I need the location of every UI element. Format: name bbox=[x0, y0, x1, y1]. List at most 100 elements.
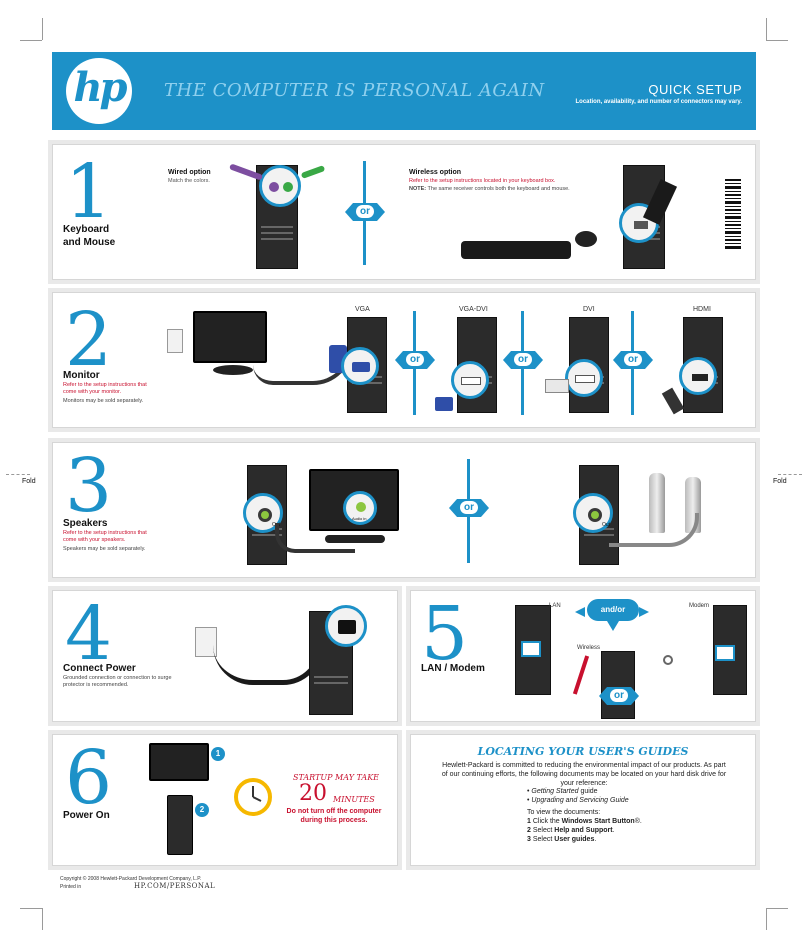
crop-mark bbox=[766, 908, 788, 909]
or-badge: or bbox=[613, 351, 653, 369]
power-badge-1: 1 bbox=[211, 747, 225, 761]
startup-minutes-unit: MINUTES bbox=[333, 795, 375, 804]
step4-panel: 4 Connect Power Grounded connection or c… bbox=[52, 590, 398, 722]
barcode bbox=[725, 179, 741, 249]
dvi-port-zoom bbox=[565, 359, 603, 397]
speaker-left bbox=[649, 473, 665, 533]
monitor-stand bbox=[213, 365, 253, 375]
monitor-stand bbox=[325, 535, 385, 543]
fold-line-left bbox=[6, 474, 30, 475]
wireless-mouse bbox=[575, 231, 597, 247]
ps2-mouse-cable bbox=[300, 165, 326, 179]
step-title-line2: and Mouse bbox=[63, 237, 116, 248]
step2-panel: 2 Monitor Refer to the setup instruction… bbox=[52, 292, 756, 428]
crop-mark bbox=[42, 908, 43, 930]
audio-in-label: Audio in bbox=[352, 516, 367, 521]
hdmi-connector bbox=[661, 387, 685, 415]
header-note: Location, availability, and number of co… bbox=[575, 99, 743, 105]
step-title: Power On bbox=[63, 810, 110, 821]
crop-mark bbox=[766, 40, 788, 41]
guides-step-3: 3 Select User guides. bbox=[527, 836, 597, 843]
startup-warning-line2: during this process. bbox=[300, 817, 368, 824]
power-note: Grounded connection or connection to sur… bbox=[63, 675, 172, 688]
connector-label: VGA-DVI bbox=[459, 306, 488, 313]
audio-cable bbox=[275, 523, 355, 553]
lan-label: LAN bbox=[549, 603, 561, 609]
vga-port-zoom bbox=[341, 347, 379, 385]
startup-line1: STARTUP MAY TAKE bbox=[293, 773, 380, 782]
step-number: 6 bbox=[65, 735, 113, 821]
wireless-antenna-base bbox=[663, 655, 673, 665]
crop-mark bbox=[20, 40, 42, 41]
step6-panel: 6 Power On 1 2 STARTUP MAY TAKE 20 MINUT… bbox=[52, 734, 398, 866]
monitor bbox=[193, 311, 267, 363]
guides-bullet-1: • Getting Started guide bbox=[527, 788, 598, 795]
step-number: 3 bbox=[65, 443, 113, 529]
monitor bbox=[149, 743, 209, 781]
step-title: Speakers bbox=[63, 518, 108, 529]
guides-title: LOCATING YOUR USER'S GUIDES bbox=[477, 745, 689, 758]
wireless-option-note: Refer to the setup instructions located … bbox=[409, 178, 556, 184]
wireless-label: Wireless bbox=[577, 645, 601, 651]
monitor-audio-in-zoom: Audio in bbox=[343, 491, 377, 525]
step-number: 4 bbox=[65, 591, 113, 677]
guides-step-2: 2 Select Help and Support. bbox=[527, 827, 615, 834]
or-badge: or bbox=[449, 499, 489, 517]
crop-mark bbox=[766, 18, 767, 40]
dvi-connector bbox=[545, 379, 569, 393]
speakers-sold-separately: Speakers may be sold separately. bbox=[63, 546, 146, 552]
wireless-option-note2: NOTE: The same receiver controls both th… bbox=[409, 186, 570, 192]
users-guides-panel: LOCATING YOUR USER'S GUIDES Hewlett-Pack… bbox=[410, 734, 756, 866]
monitor-note: Refer to the setup instructions that com… bbox=[63, 382, 147, 395]
header-banner: hp THE COMPUTER IS PERSONAL AGAIN QUICK … bbox=[52, 52, 756, 130]
modem-port-zoom bbox=[715, 645, 735, 661]
vga-dvi-adapter bbox=[435, 397, 453, 411]
lan-port-zoom bbox=[521, 641, 541, 657]
tagline: THE COMPUTER IS PERSONAL AGAIN bbox=[164, 80, 545, 101]
or-badge: or bbox=[503, 351, 543, 369]
arrow-right-icon bbox=[639, 607, 649, 617]
fold-label-right: Fold bbox=[773, 478, 787, 485]
startup-warning-line1: Do not turn off the computer bbox=[286, 808, 382, 815]
connector-label: DVI bbox=[583, 306, 595, 313]
guides-intro: Hewlett-Packard is committed to reducing… bbox=[441, 762, 727, 787]
speakers-note: Refer to the setup instructions that com… bbox=[63, 530, 147, 543]
footer-url: HP.COM/PERSONAL bbox=[134, 882, 216, 890]
connector-label: VGA bbox=[355, 306, 370, 313]
startup-minutes-number: 20 bbox=[299, 781, 327, 806]
wired-option-title: Wired option bbox=[168, 169, 211, 176]
or-badge: or bbox=[395, 351, 435, 369]
guides-view-label: To view the documents: bbox=[527, 809, 601, 816]
printed-in: Printed in bbox=[60, 884, 82, 890]
or-badge: or bbox=[345, 203, 385, 221]
andor-badge: and/or bbox=[587, 599, 639, 621]
ps2-ports-zoom bbox=[259, 165, 301, 207]
wireless-option-title: Wireless option bbox=[409, 169, 462, 176]
step-title: LAN / Modem bbox=[421, 663, 485, 674]
out-label: Out bbox=[602, 522, 611, 528]
step-title: Monitor bbox=[63, 370, 100, 381]
step-number: 1 bbox=[65, 149, 113, 235]
step3-panel: 3 Speakers Refer to the setup instructio… bbox=[52, 442, 756, 578]
power-socket-zoom bbox=[325, 605, 367, 647]
guides-step-1: 1 Click the Windows Start Button®. bbox=[527, 818, 642, 825]
connector-label: HDMI bbox=[693, 306, 711, 313]
crop-mark bbox=[42, 18, 43, 40]
clock-icon bbox=[234, 778, 272, 816]
page-title: QUICK SETUP bbox=[648, 82, 742, 97]
fold-label-left: Fold bbox=[22, 478, 36, 485]
step-number: 5 bbox=[421, 591, 469, 677]
wired-option-note: Match the colors. bbox=[168, 178, 210, 184]
step-number: 2 bbox=[65, 297, 113, 383]
step1-panel: 1 Keyboard and Mouse Wired option Match … bbox=[52, 144, 756, 280]
power-badge-2: 2 bbox=[195, 803, 209, 817]
wireless-keyboard bbox=[461, 241, 571, 259]
wireless-antenna-icon bbox=[572, 655, 590, 695]
arrow-down-icon bbox=[607, 621, 619, 631]
copyright: Copyright © 2008 Hewlett-Packard Develop… bbox=[60, 876, 202, 882]
hdmi-port-zoom bbox=[679, 357, 717, 395]
monitor-sold-separately: Monitors may be sold separately. bbox=[63, 398, 144, 404]
power-cable bbox=[213, 635, 323, 685]
speaker-cable bbox=[609, 513, 699, 547]
arrow-left-icon bbox=[575, 607, 585, 617]
